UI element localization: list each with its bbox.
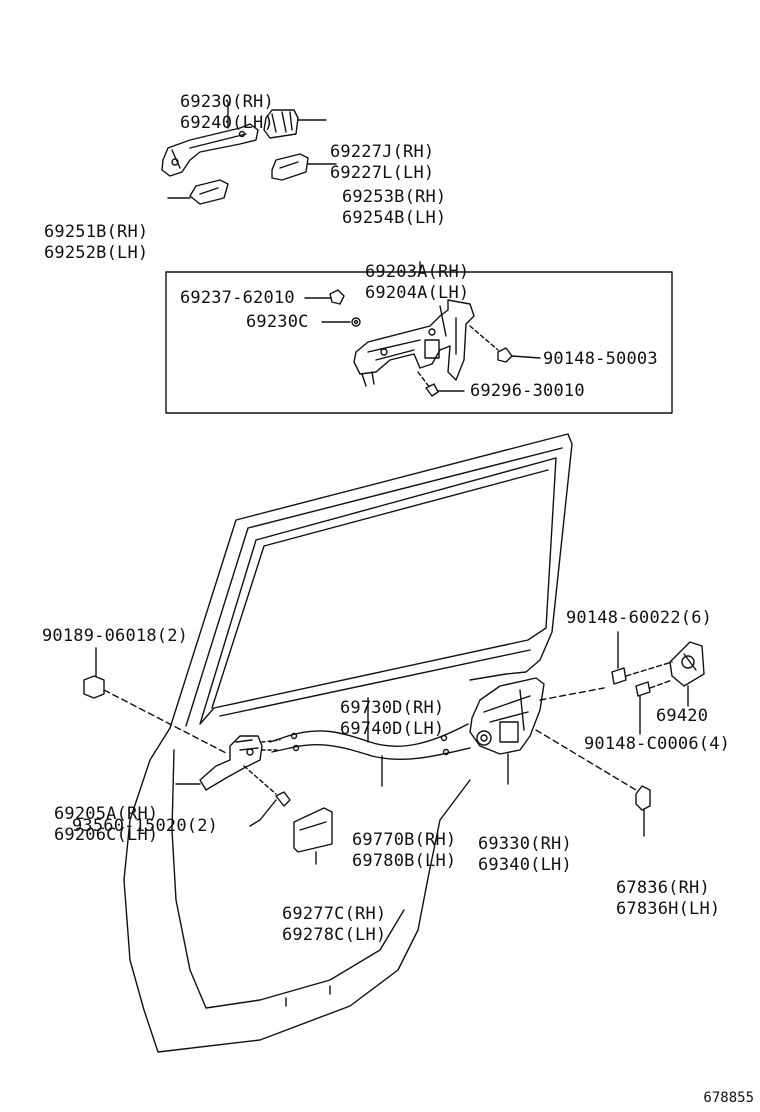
cables bbox=[269, 697, 471, 787]
handle-pad-front bbox=[167, 179, 229, 205]
label-frame-bush: 69230C bbox=[246, 312, 309, 332]
label-cable-upper: 69730D(RH)69740D(LH) bbox=[340, 698, 445, 739]
label-clip: 90189-06018(2) bbox=[42, 626, 189, 646]
inside-screw bbox=[243, 765, 291, 827]
label-frame-bolt: 69296-30010 bbox=[470, 381, 585, 401]
label-inside-screw: 93560-15020(2) bbox=[72, 816, 219, 836]
label-frame-assy: 69203A(RH)69204A(LH) bbox=[365, 262, 470, 303]
door-lock-assy bbox=[469, 677, 637, 791]
striker-screw-2 bbox=[635, 679, 673, 735]
figure-id: 678855 bbox=[703, 1090, 754, 1106]
clip-part bbox=[83, 647, 229, 755]
label-striker-screw: 90148-60022(6) bbox=[566, 608, 713, 628]
label-handle-cap: 69227J(RH)69227L(LH) bbox=[330, 142, 435, 183]
label-handle-pad-rear: 69253B(RH)69254B(LH) bbox=[342, 187, 447, 228]
outer-door-handle bbox=[161, 101, 259, 177]
lock-cover bbox=[635, 785, 651, 837]
striker bbox=[669, 641, 705, 707]
label-striker: 69420 bbox=[656, 706, 709, 726]
inside-handle bbox=[175, 735, 281, 791]
label-cable-lower: 69770B(RH)69780B(LH) bbox=[352, 830, 457, 871]
label-lock-cover: 67836(RH)67836H(LH) bbox=[616, 878, 721, 919]
label-frame-screw: 90148-50003 bbox=[543, 349, 658, 369]
label-lock-assy: 69330(RH)69340(LH) bbox=[478, 834, 572, 875]
handle-cap bbox=[263, 109, 327, 139]
door-outline bbox=[123, 433, 573, 1053]
label-handle-pad-front: 69251B(RH)69252B(LH) bbox=[44, 222, 149, 263]
striker-screw bbox=[611, 631, 673, 685]
handle-cover bbox=[293, 807, 333, 865]
frame-assy-box bbox=[165, 261, 673, 414]
label-inside-handle: 69205A(RH)69206C(LH) bbox=[54, 804, 159, 845]
label-striker-screw-2: 90148-C0006(4) bbox=[584, 734, 731, 754]
handle-pad-rear bbox=[271, 153, 337, 181]
label-handle-cover: 69277C(RH)69278C(LH) bbox=[282, 904, 387, 945]
label-outer-handle: 69230(RH)69240(LH) bbox=[180, 92, 274, 133]
label-frame-clip: 69237-62010 bbox=[180, 288, 295, 308]
